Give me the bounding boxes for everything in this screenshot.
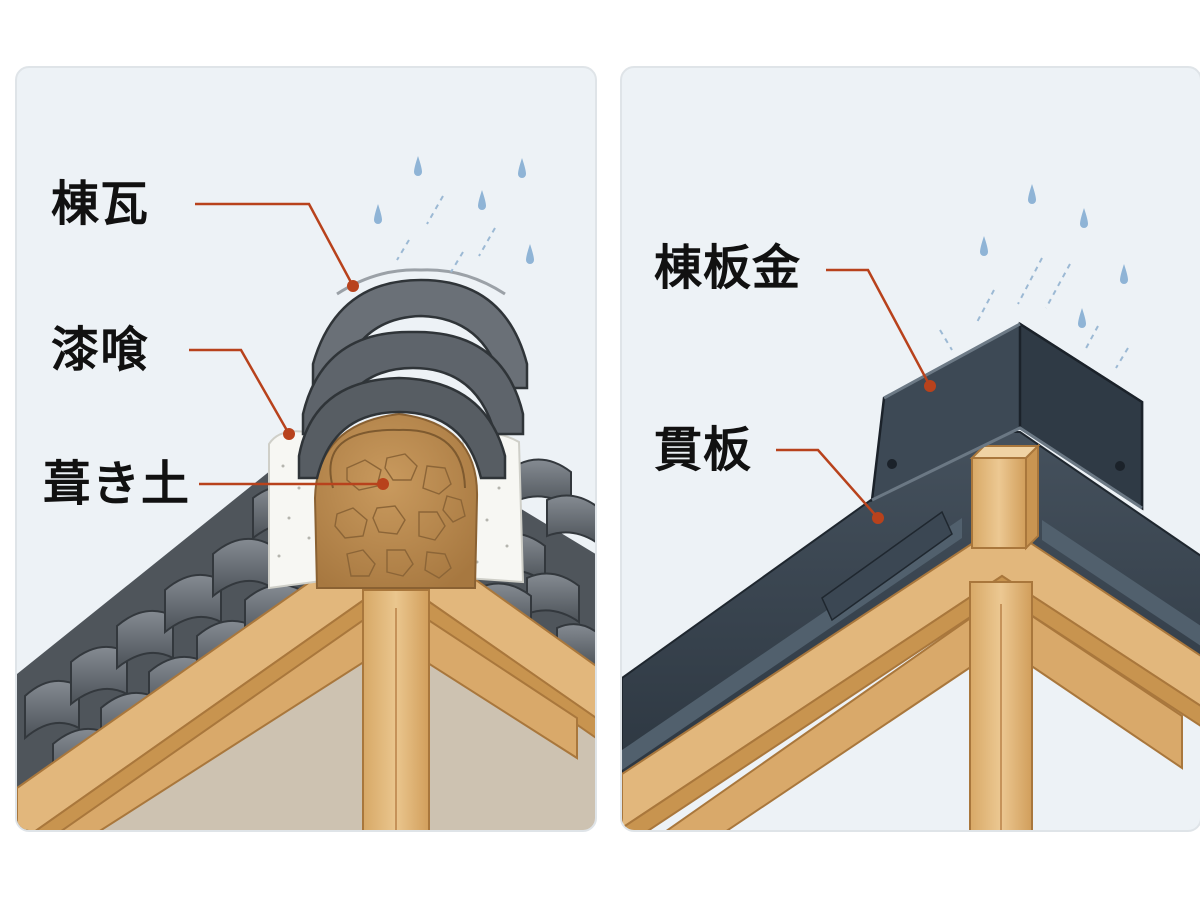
rain-streaks xyxy=(939,257,1129,369)
rain-streaks xyxy=(396,195,496,273)
ridge-tile-label: 棟瓦 xyxy=(51,176,150,232)
ridge-cap-fasteners xyxy=(887,459,1125,471)
ridge-board-label: 貫板 xyxy=(654,422,753,478)
mud-callout-dot xyxy=(377,478,389,490)
ridge-metal-callout-dot xyxy=(924,380,936,392)
tile-ridge-panel: 棟瓦 漆喰 葺き土 xyxy=(15,66,597,832)
raindrop-icon xyxy=(374,156,534,264)
ridge-metal-label: 棟板金 xyxy=(654,240,802,296)
plaster-label: 漆喰 xyxy=(51,322,150,378)
ridge-tile-stack xyxy=(297,268,529,480)
metal-roof-edge-right xyxy=(1042,520,1200,646)
roofing-mud-label: 葺き土 xyxy=(43,456,191,512)
wooden-rafter-frame xyxy=(622,522,1200,830)
ridge-board-callout-dot xyxy=(872,512,884,524)
metal-ridge-illustration xyxy=(622,184,1200,830)
ridge-metal-cap xyxy=(870,321,1144,511)
metal-callout-lines xyxy=(776,268,932,519)
tile-callout-lines xyxy=(189,202,383,486)
ridge-tile-callout-dot xyxy=(347,280,359,292)
metal-ridge-panel: 棟板金 貫板 xyxy=(620,66,1200,832)
metal-roof-step xyxy=(821,510,953,622)
roofing-mud-core xyxy=(313,412,479,589)
tile-ridge-illustration xyxy=(17,156,595,830)
ridge-board-wood xyxy=(969,443,1041,551)
plaster-callout-dot xyxy=(283,428,295,440)
raindrop-icon xyxy=(980,184,1128,328)
